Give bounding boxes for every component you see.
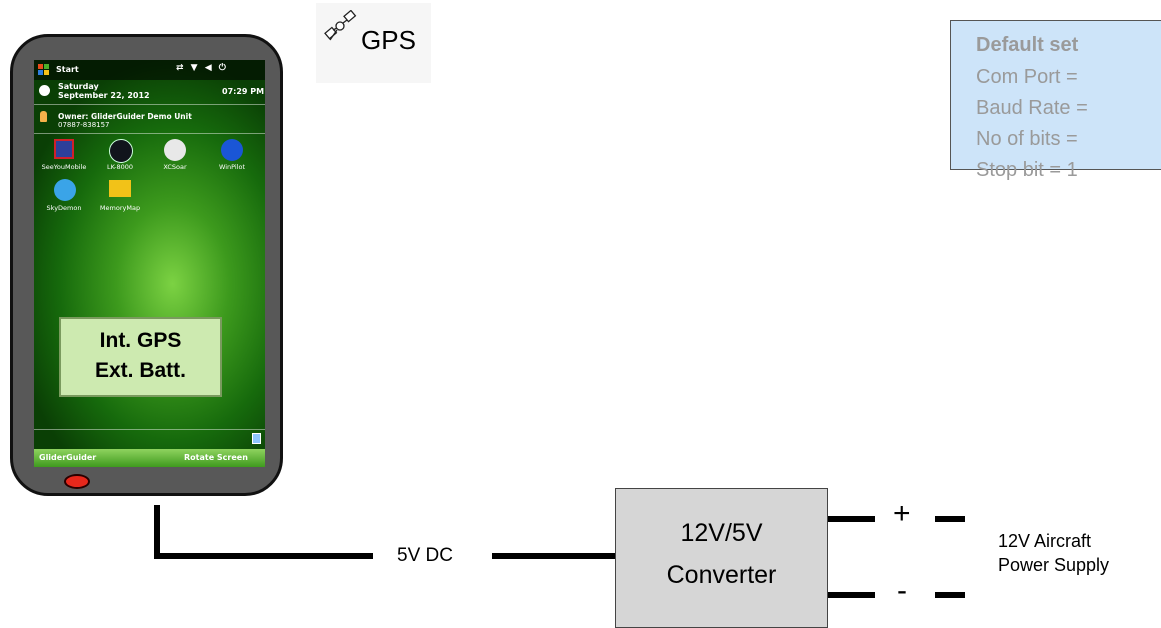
owner-icon [40,111,47,122]
minus-terminal: - [897,574,907,607]
phone-number: 07887-838157 [58,121,110,129]
lk8000-app-icon[interactable] [109,139,133,163]
app-label-memorymap: MemoryMap [99,204,141,212]
converter-line1: 12V/5V [680,519,763,547]
clock-icon [39,85,50,96]
gps-label: GPS [361,25,416,55]
app-label-lk8000: LK-8000 [106,163,134,171]
softkey-right[interactable]: Rotate Screen [184,453,248,462]
cable-horizontal [154,553,373,559]
status-bar: Start ⇄ ▼ ◀ ⏻ [34,60,265,80]
start-label[interactable]: Start [56,65,79,74]
home-button[interactable] [64,474,90,489]
minus-wire-2 [935,592,965,598]
windows-flag-icon[interactable] [38,64,50,76]
time: 07:29 PM [222,87,265,96]
seeyoumobile-app-icon[interactable] [54,139,74,159]
settings-line-baud-rate: Baud Rate = [976,97,1088,119]
converter-box: 12V/5V Converter [615,488,828,628]
app-label-seeyoumobile: SeeYouMobile [41,163,87,171]
keyboard-icon[interactable] [252,433,261,444]
settings-line-bits: No of bits = [976,128,1078,150]
pda-screen: Start ⇄ ▼ ◀ ⏻ Saturday September 22, 201… [34,60,265,467]
app-label-winpilot: WinPilot [218,163,246,171]
date-day: Saturday [58,82,99,91]
status-icons: ⇄ ▼ ◀ ⏻ [176,63,228,73]
app-label-skydemon: SkyDemon [46,204,82,212]
satellite-icon [324,10,357,41]
default-settings-box: Default set Com Port = Baud Rate = No of… [950,20,1161,181]
plus-wire-1 [828,516,875,522]
settings-title: Default set [976,34,1079,56]
date-full: September 22, 2012 [58,91,150,100]
softkey-bar: GliderGuider Rotate Screen [34,449,265,467]
int-gps-ext-batt-box: Int. GPS Ext. Batt. [59,317,222,397]
gps-badge [316,3,431,83]
softkey-left[interactable]: GliderGuider [39,453,97,462]
settings-line-stop-bit: Stop bit = 1 [976,159,1078,181]
plus-wire-2 [935,516,965,522]
divider [34,429,265,430]
ext-batt-label: Ext. Batt. [94,359,186,382]
minus-wire-1 [828,592,875,598]
settings-line-com-port: Com Port = [976,66,1078,88]
divider [34,133,265,134]
owner-text: Owner: GliderGuider Demo Unit [58,112,192,121]
app-label-xcsoar: XCSoar [163,163,187,171]
supply-label-2: Power Supply [998,555,1110,575]
xcsoar-app-icon[interactable] [164,139,186,161]
converter-line2: Converter [666,561,777,589]
supply-label-1: 12V Aircraft [998,531,1092,551]
cable-label: 5V DC [397,545,453,566]
memorymap-app-icon[interactable] [109,180,131,197]
cable-to-converter [492,553,615,559]
skydemon-app-icon[interactable] [54,179,76,201]
divider [34,104,265,105]
cable-vertical [154,505,160,559]
plus-terminal: + [893,497,911,530]
int-gps-label: Int. GPS [99,329,182,352]
winpilot-app-icon[interactable] [221,139,243,161]
